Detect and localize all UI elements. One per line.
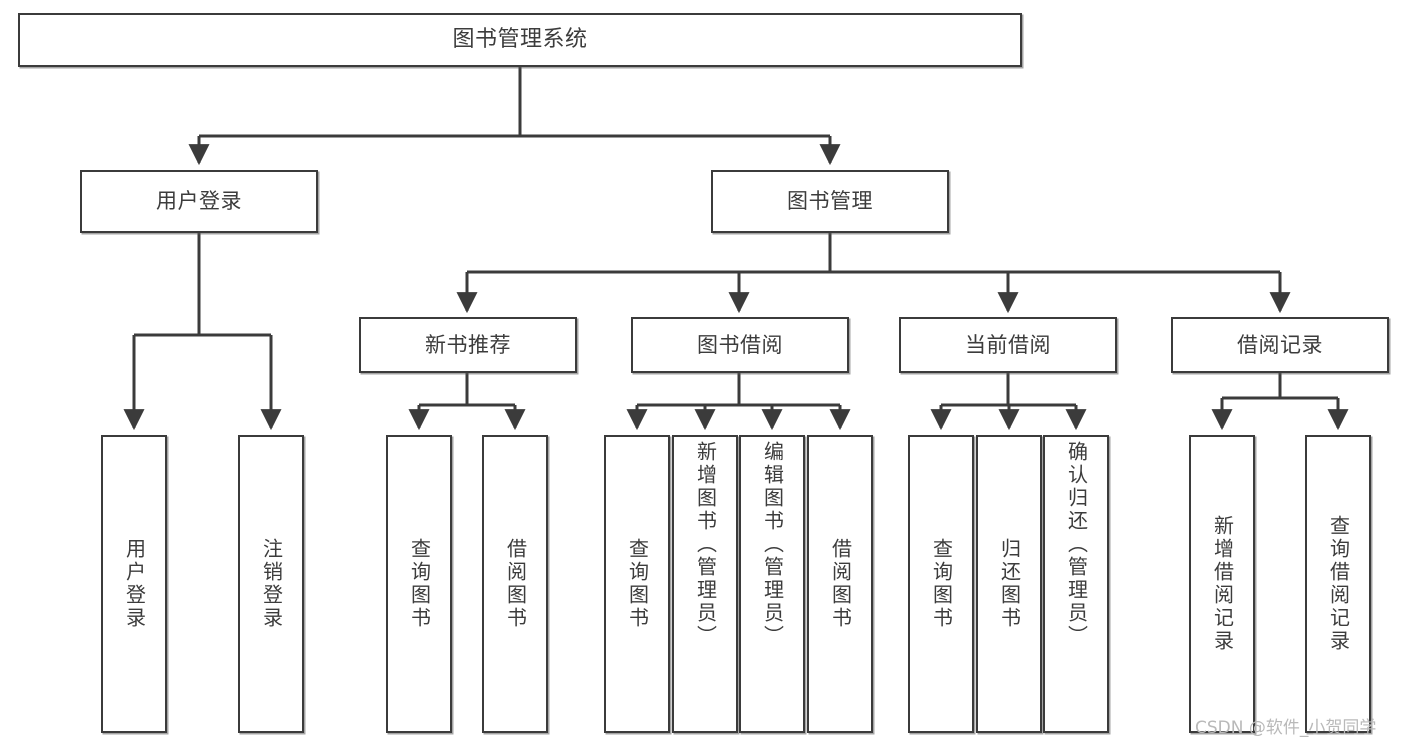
node-leaf-user-login[interactable]: 用户登录 — [101, 435, 167, 733]
node-label: 图书管理系统 — [452, 27, 588, 53]
node-leaf-edit-book[interactable]: 编辑图书（管理员） — [739, 435, 805, 733]
node-leaf-add-borrow-record[interactable]: 新增借阅记录 — [1189, 435, 1255, 733]
node-current-borrow[interactable]: 当前借阅 — [899, 317, 1117, 373]
node-label: 查询图书 — [407, 538, 432, 630]
node-leaf-confirm-return[interactable]: 确认归还（管理员） — [1043, 435, 1109, 733]
node-leaf-borrow-book-recommend[interactable]: 借阅图书 — [482, 435, 548, 733]
node-label: 借阅图书 — [828, 538, 853, 630]
node-book-borrow[interactable]: 图书借阅 — [631, 317, 849, 373]
node-leaf-add-book[interactable]: 新增图书（管理员） — [672, 435, 738, 733]
node-new-book-recommend[interactable]: 新书推荐 — [359, 317, 577, 373]
node-leaf-query-borrow-record[interactable]: 查询借阅记录 — [1305, 435, 1371, 733]
node-leaf-return-book[interactable]: 归还图书 — [976, 435, 1042, 733]
node-label: 用户登录 — [122, 538, 147, 630]
node-root-system[interactable]: 图书管理系统 — [18, 13, 1022, 67]
node-label: 借阅记录 — [1237, 332, 1323, 357]
node-leaf-borrow-book[interactable]: 借阅图书 — [807, 435, 873, 733]
node-label: 注销登录 — [259, 538, 284, 630]
node-label: 新书推荐 — [425, 332, 511, 357]
node-label: 当前借阅 — [965, 332, 1051, 357]
node-label: 确认归还（管理员） — [1064, 441, 1089, 648]
node-leaf-query-book-recommend[interactable]: 查询图书 — [386, 435, 452, 733]
node-leaf-query-book-current[interactable]: 查询图书 — [908, 435, 974, 733]
node-label: 查询图书 — [929, 538, 954, 630]
csdn-watermark: CSDN @软件_小贺同学 — [1195, 718, 1377, 738]
node-label: 查询借阅记录 — [1326, 515, 1351, 653]
node-label: 用户登录 — [156, 189, 242, 214]
node-label: 新增借阅记录 — [1210, 515, 1235, 653]
node-leaf-query-book-borrow[interactable]: 查询图书 — [604, 435, 670, 733]
node-label: 编辑图书（管理员） — [760, 441, 785, 648]
node-user-login[interactable]: 用户登录 — [80, 170, 318, 233]
node-label: 图书管理 — [787, 189, 873, 214]
node-label: 借阅图书 — [503, 538, 528, 630]
node-borrow-record[interactable]: 借阅记录 — [1171, 317, 1389, 373]
node-leaf-logout-login[interactable]: 注销登录 — [238, 435, 304, 733]
node-label: 新增图书（管理员） — [693, 441, 718, 648]
node-label: 查询图书 — [625, 538, 650, 630]
node-label: 归还图书 — [997, 538, 1022, 630]
node-label: 图书借阅 — [697, 332, 783, 357]
node-book-management[interactable]: 图书管理 — [711, 170, 949, 233]
